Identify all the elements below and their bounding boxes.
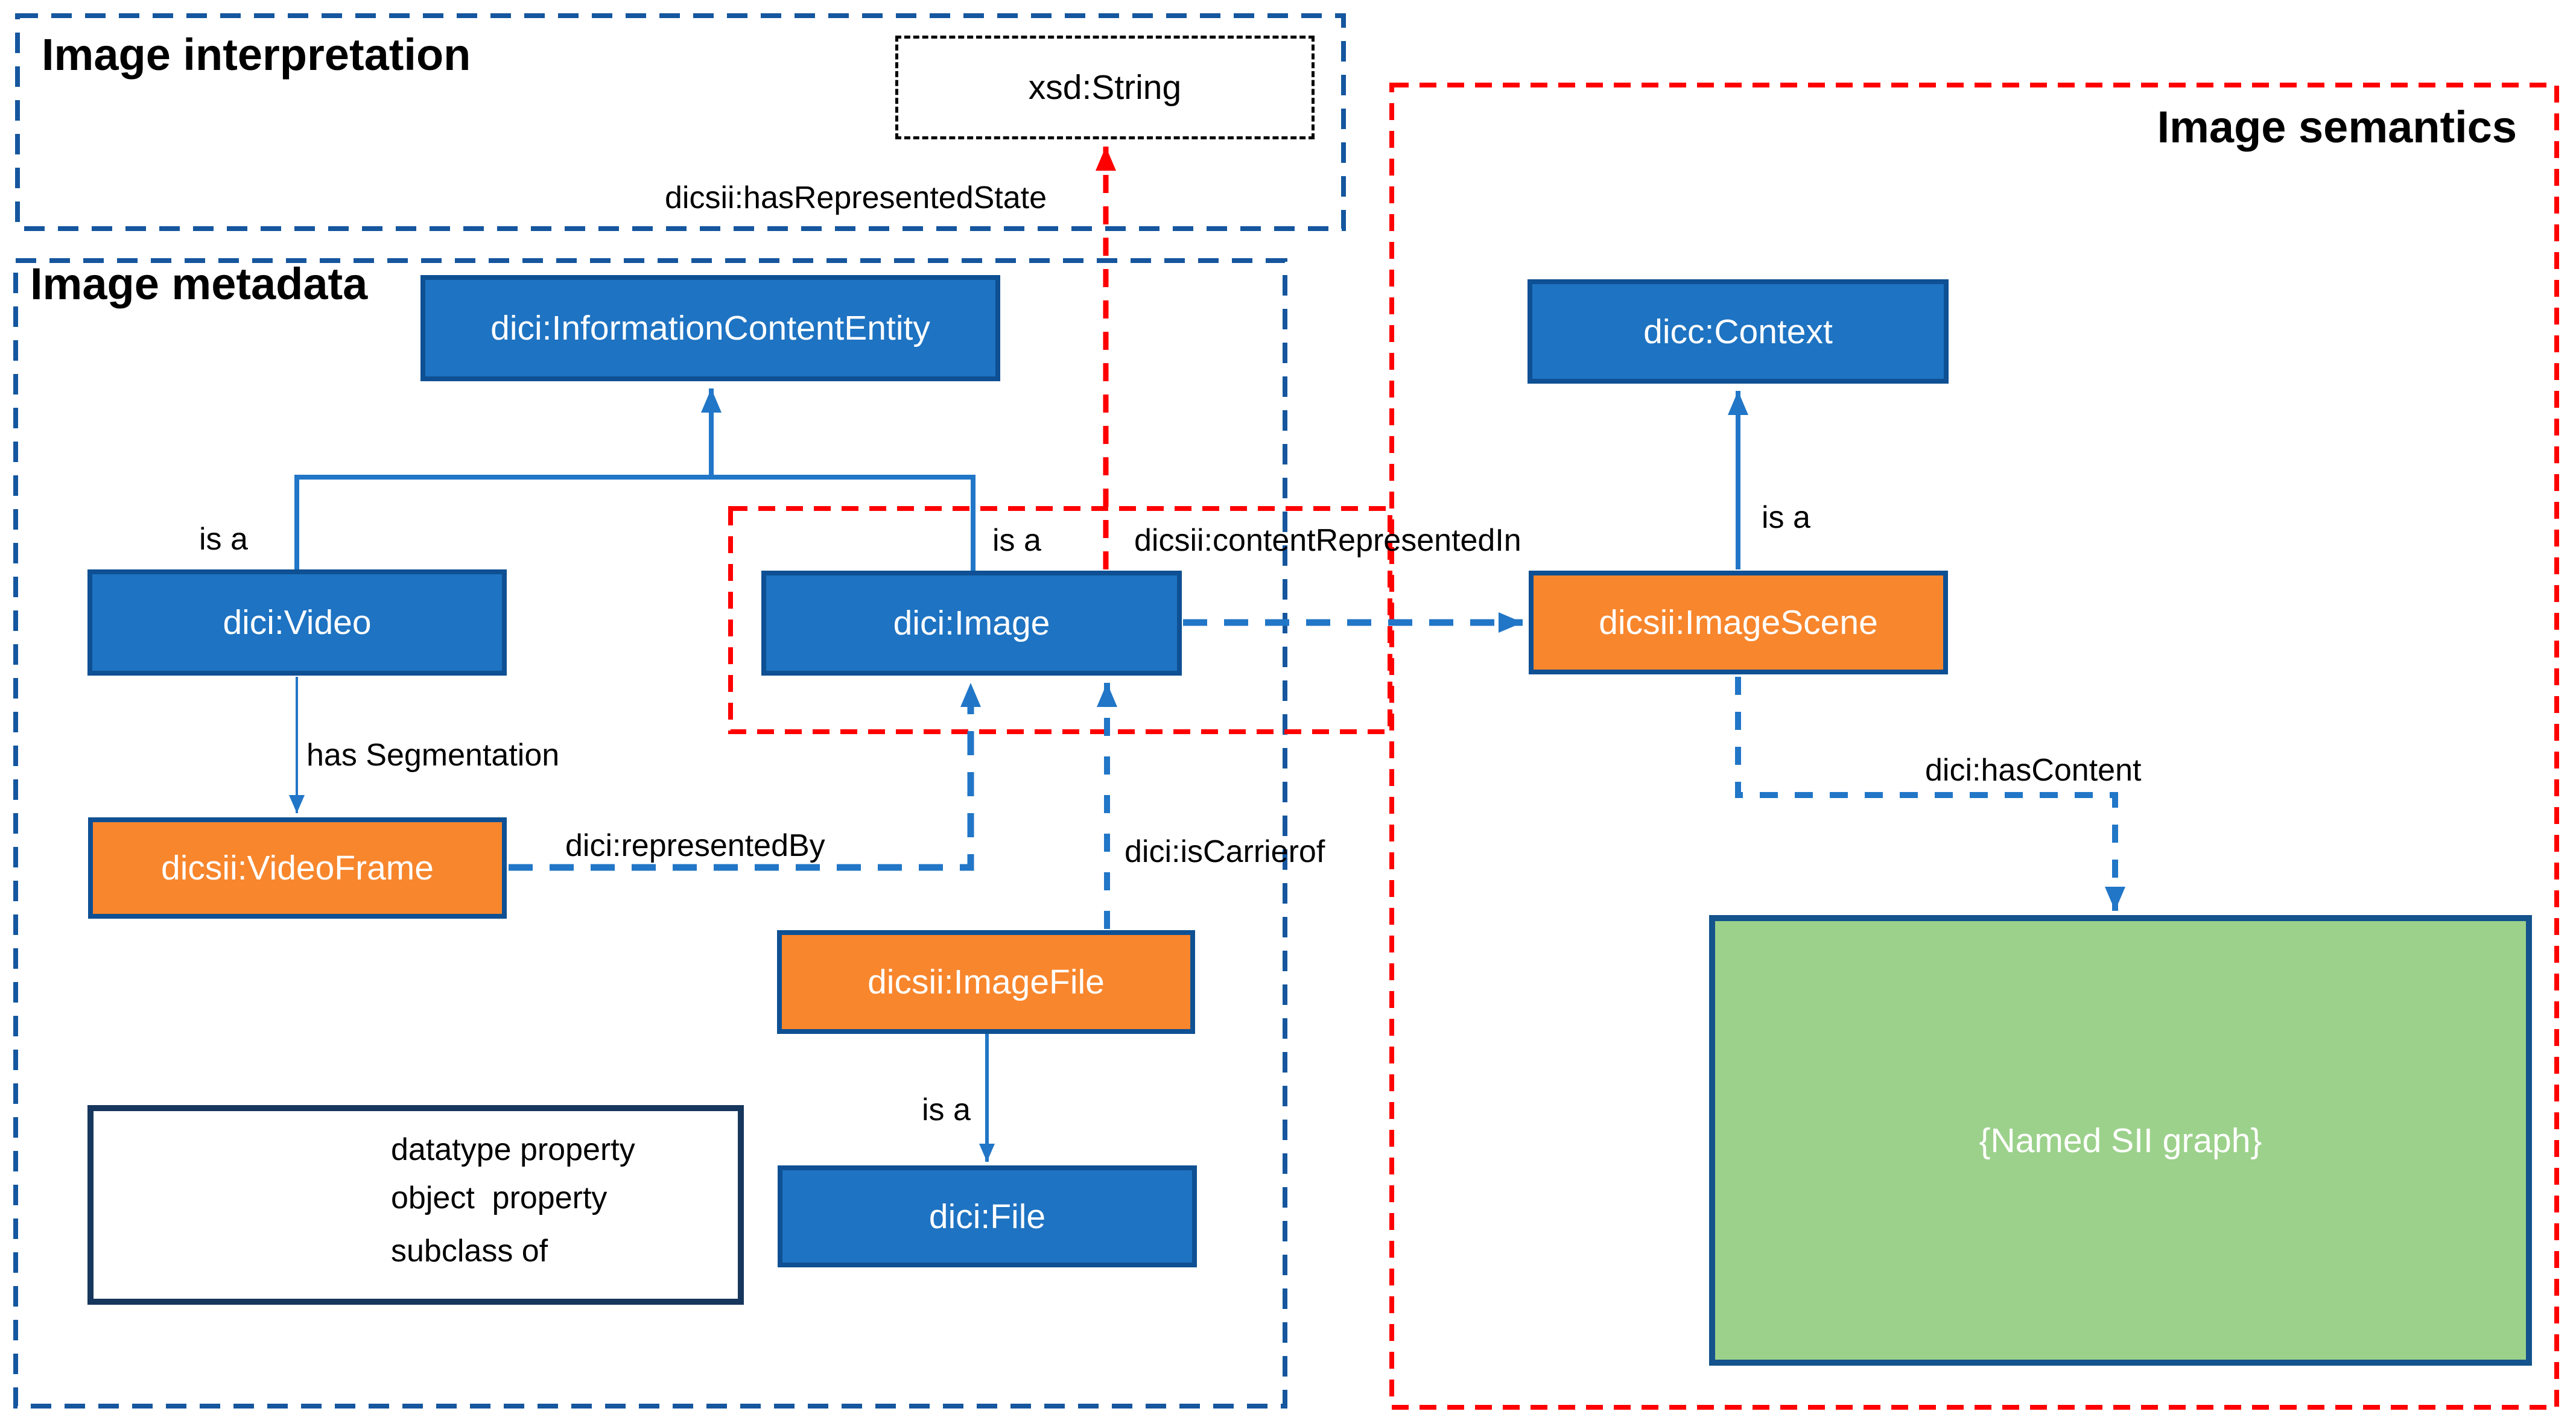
edge-label-represented-by: dici:representedBy [565,828,825,863]
legend-label-object-property: object property [391,1180,608,1215]
node-dicsii-image-scene: dicsii:ImageScene [1529,571,1948,674]
region-image-semantics-notch-outline [728,506,1392,734]
region-image-semantics-outline [1389,83,2559,1410]
node-dici-video: dici:Video [87,569,507,676]
region-title-image-interpretation: Image interpretation [42,30,471,80]
edge-label-is-a-scene: is a [1762,500,1810,535]
edge-label-is-a-image: is a [992,523,1041,558]
node-dici-image: dici:Image [761,571,1182,676]
region-image-interpretation-outline [15,13,1346,231]
region-title-image-metadata: Image metadata [30,259,368,309]
edge-label-is-a-file: is a [922,1092,971,1127]
edge-label-is-a-video: is a [199,522,248,557]
node-dici-information-content-entity: dici:InformationContentEntity [420,275,1000,381]
edge-label-has-segmentation: has Segmentation [306,738,560,773]
node-named-sii-graph: {Named SII graph} [1709,915,2532,1366]
region-image-metadata-outline [13,258,1287,1409]
node-dici-file: dici:File [778,1165,1197,1267]
edge-label-has-content: dici:hasContent [1925,753,2142,788]
edge-label-is-carrier-of: dici:isCarrierof [1125,834,1325,869]
edge-label-has-represented-state: dicsii:hasRepresentedState [665,180,1047,215]
legend-box [87,1105,744,1305]
edge-has-content-arrow [1735,677,2125,911]
edge-label-content-represented-in: dicsii:contentRepresentedIn [1134,523,1521,558]
legend-label-subclass-of: subclass of [391,1234,548,1269]
edge-subclass-branch-line [294,475,976,571]
region-title-image-semantics: Image semantics [2157,102,2517,152]
node-dicc-context: dicc:Context [1528,279,1949,384]
edge-represented-by-arrow [509,683,981,871]
node-dicsii-video-frame: dicsii:VideoFrame [88,817,507,919]
node-dicsii-image-file: dicsii:ImageFile [777,930,1195,1034]
legend-label-datatype-property: datatype property [391,1132,635,1167]
node-xsd-string: xsd:String [895,36,1315,139]
